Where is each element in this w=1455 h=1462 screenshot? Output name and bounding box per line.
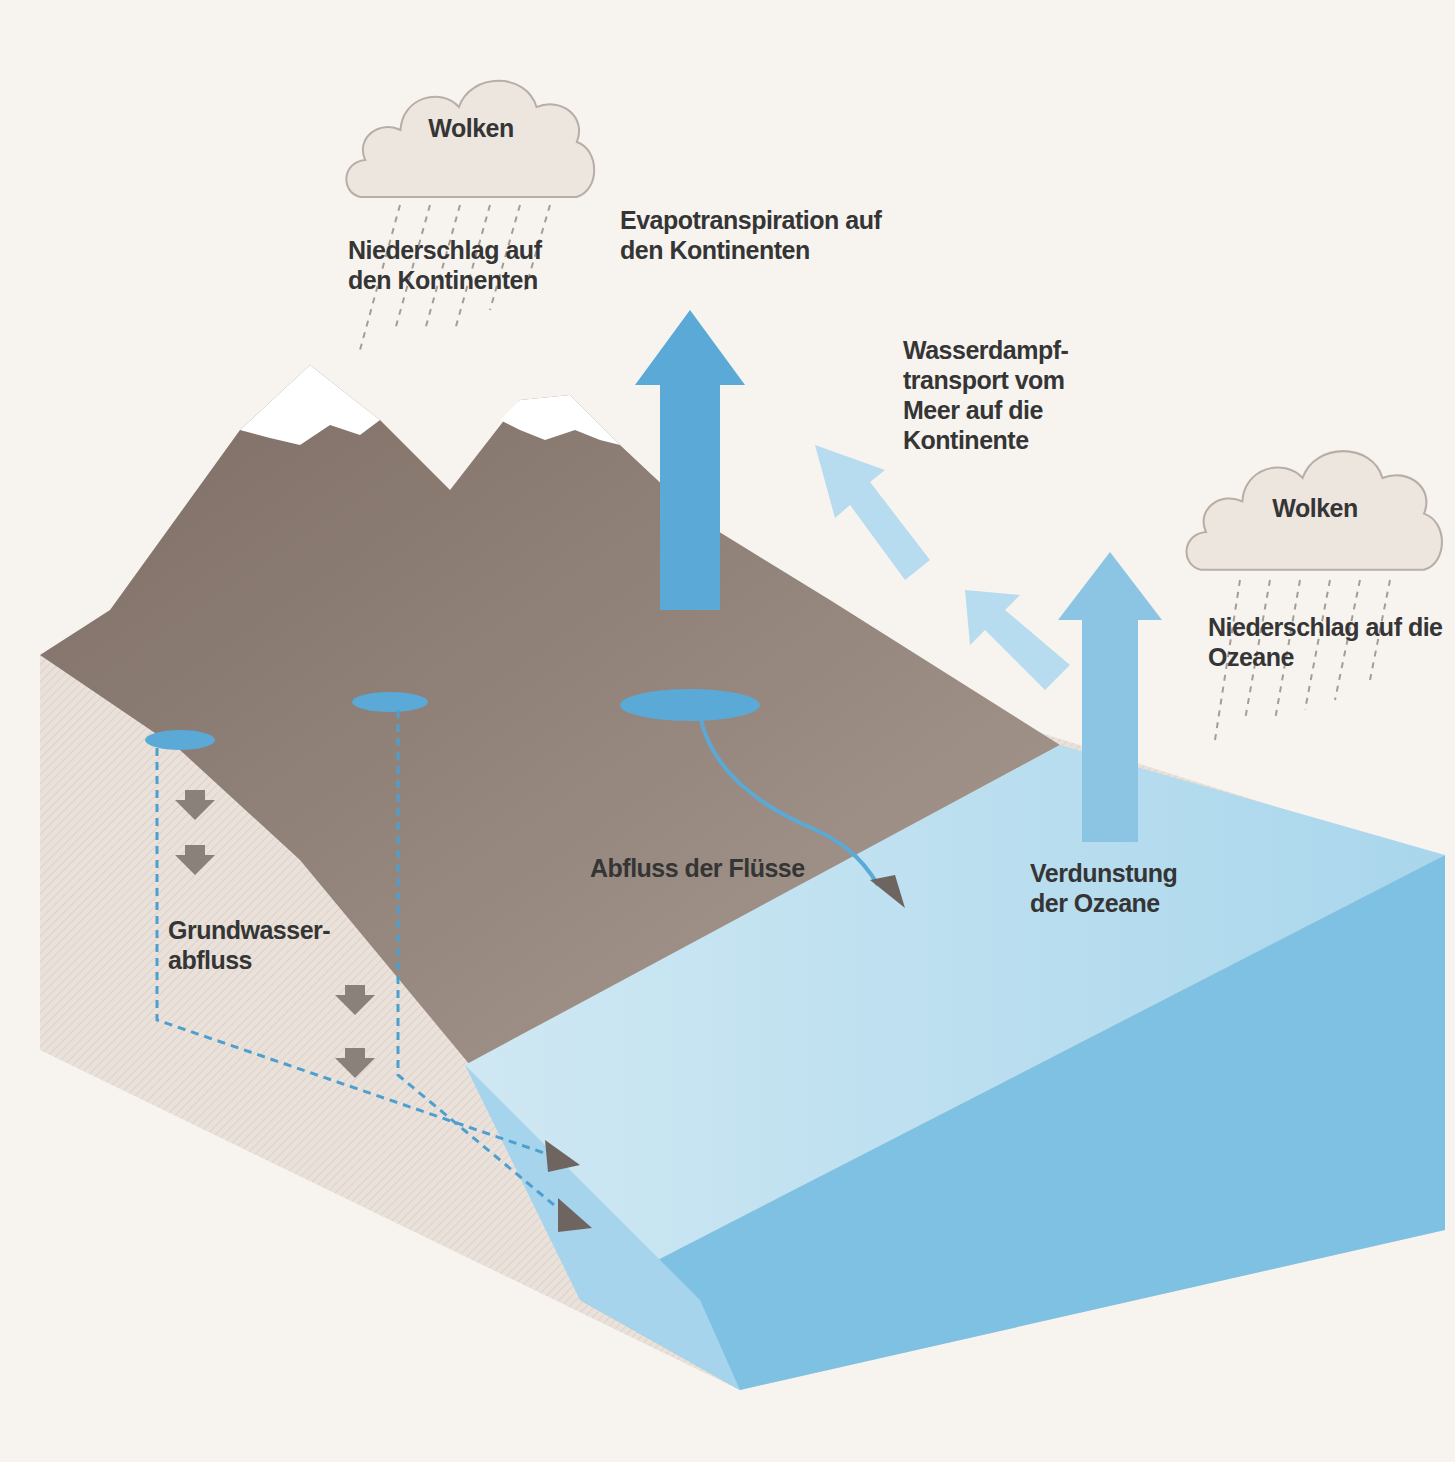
groundwater-path [157, 748, 550, 1155]
evaporation-arrow [1058, 552, 1162, 842]
process-label: Verdunstung der Ozeane [1030, 858, 1215, 918]
evapotranspiration-arrow [635, 310, 745, 610]
lake [352, 692, 428, 712]
groundwater-arrowhead [545, 1140, 580, 1172]
process-label: Wasserdampf- transport vom Meer auf die … [903, 335, 1103, 455]
lake [145, 730, 215, 750]
groundwater-arrowhead [558, 1198, 592, 1232]
river-arrowhead [870, 875, 905, 908]
vapour-transport-arrow [965, 590, 1070, 690]
cloud: Wolken [1180, 432, 1450, 580]
ocean-front [580, 855, 1445, 1390]
process-label: Niederschlag auf den Kontinenten [348, 235, 588, 295]
groundwater-path [398, 710, 560, 1210]
cloud-label: Wolken [340, 114, 602, 143]
snow-cap [500, 395, 620, 445]
cloud: Wolken [340, 62, 602, 207]
lake [620, 689, 760, 721]
process-label: Grundwasser- abfluss [168, 915, 353, 975]
snow-cap [240, 365, 380, 445]
process-label: Niederschlag auf die Ozeane [1208, 612, 1446, 672]
vapour-transport-arrow [815, 445, 930, 580]
cloud-label: Wolken [1180, 494, 1450, 523]
ocean-side [465, 1065, 740, 1390]
process-label: Abfluss der Flüsse [590, 853, 840, 883]
process-label: Evapotranspiration auf den Kontinenten [620, 205, 910, 265]
